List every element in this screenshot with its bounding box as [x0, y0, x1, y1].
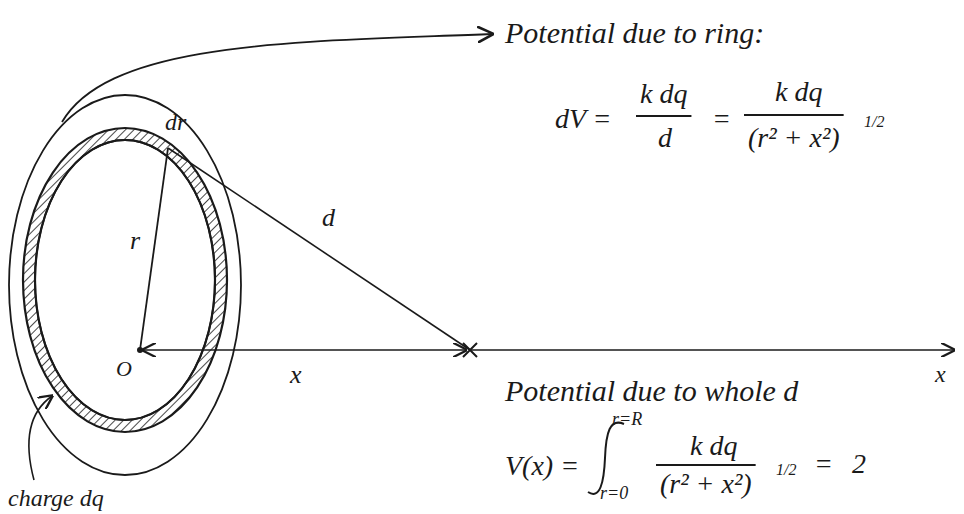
numerator: k dq	[640, 80, 687, 108]
callout-text: charge dq	[8, 486, 104, 510]
fraction-bar	[636, 115, 691, 117]
fraction-bar	[656, 464, 756, 466]
annotation-arrow	[62, 34, 492, 122]
integral-limit: r=R	[612, 410, 642, 428]
denominator: d	[658, 124, 672, 152]
formula-text: dV =	[555, 105, 612, 133]
dimension-label: x	[290, 362, 302, 388]
exponent: 1/2	[864, 114, 884, 130]
radius-label: r	[130, 228, 140, 254]
exponent: 1/2	[776, 462, 796, 478]
heading-text: Potential due to whole d	[505, 376, 798, 406]
x-axis	[470, 349, 954, 351]
denominator: (r² + x²)	[748, 124, 840, 152]
ring-band	[23, 128, 227, 432]
x-dimension	[143, 349, 466, 351]
radius-line	[140, 148, 168, 350]
pointer-arrow	[29, 396, 52, 480]
formula-text: V(x) =	[505, 452, 579, 480]
denominator: (r² + x²)	[660, 470, 752, 498]
formula-text: 2	[852, 450, 866, 478]
fraction-bar	[744, 114, 844, 116]
width-label: dr	[165, 110, 186, 134]
numerator: k dq	[690, 432, 737, 460]
annotation-loop	[9, 95, 241, 475]
axis-label: x	[935, 362, 946, 386]
heading-text: Potential due to ring:	[505, 18, 764, 48]
formula-text: =	[712, 105, 731, 133]
integral-limit: r=0	[600, 484, 628, 502]
numerator: k dq	[775, 78, 822, 106]
origin-label: O	[116, 358, 132, 380]
center-dot	[137, 347, 143, 353]
distance-line	[168, 148, 470, 350]
formula-text: =	[814, 450, 833, 478]
distance-label: d	[322, 205, 335, 231]
point-marker	[463, 343, 477, 357]
